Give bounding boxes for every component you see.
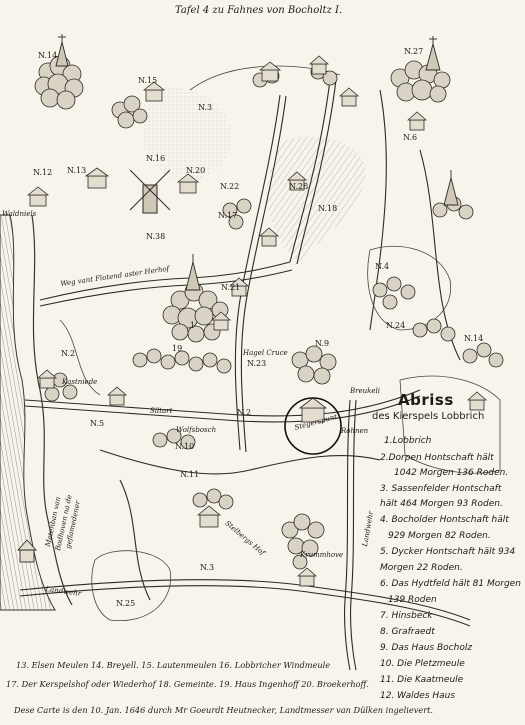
legend-item: 2.Dorpen Hontschaft hält [380,453,494,463]
place-label: Krummhove [300,551,344,559]
meadow-dotted [141,88,232,180]
parcel-number: N.15 [138,76,158,85]
parcel-number: N.2 [61,349,76,358]
legend-item: 8. Grafraedt [380,627,435,637]
parcel-number: N.25 [116,599,136,608]
highlight-circle [284,397,342,455]
place-label: Breukeli [350,387,381,395]
parcel-number: N.13 [67,166,87,175]
parcel-number: N.4 [375,262,390,271]
parcel-number: N.3 [200,563,215,572]
legend-heading: Abriss [398,391,454,409]
place-label: Waldniels [2,210,37,218]
footer-line-1: 13. Elsen Meulen 14. Breyell. 15. Lauten… [16,660,331,670]
parcel-number: N.14 [38,51,58,60]
legend-item: 6. Das Hydtfeld hält 81 Morgen [380,579,521,589]
legend-subheading: des Kierspels Lobbrich [372,411,485,422]
parcel-number: N.27 [404,47,424,56]
place-label: Wolfsbosch [176,426,217,434]
windmill-16 [129,169,171,214]
parcel-number: 19 [172,344,183,353]
river-west [0,214,56,611]
legend-item: 5. Dycker Hontschaft hält 934 [380,547,516,557]
parcel-number: N.5 [90,419,105,428]
legend-item: 4. Bocholder Hontschaft hält [380,515,509,525]
legend-item: 9. Das Haus Bocholz [380,643,473,653]
map-title: Tafel 4 zu Fahnes von Bocholtz I. [175,5,343,16]
place-label: Siltart [150,407,173,415]
parcel-number: N.22 [220,182,240,191]
parcel-number: N.16 [146,154,166,163]
place-label: Kastniede [62,378,98,386]
legend-item: Morgen 22 Roden. [380,563,463,573]
legend-item: 10. Die Pletzmeule [380,659,465,669]
legend-item: 929 Morgen 82 Roden. [388,531,491,541]
parcel-number: N.18 [318,204,338,213]
parcel-number: N.14 [464,334,484,343]
legend-item: 139 Roden [388,595,437,605]
footer-line-2: 17. Der Kerspelshof oder Wiederhof 18. G… [6,679,369,689]
heath-area [266,136,366,262]
parcel-number: N.9 [315,339,330,348]
legend-item: 11. Die Kaatmeule [380,675,464,685]
parcel-number: N.12 [33,168,53,177]
legend-item: 1042 Morgen 136 Roden. [394,468,509,478]
parcel-number: N.20 [186,166,206,175]
parcel-number: N.38 [146,232,166,241]
legend-item: hält 464 Morgen 93 Roden. [380,499,503,509]
parcel-number: N.6 [403,133,418,142]
parcel-number: N.11 [180,470,200,479]
parcel-number: N.28 [289,182,309,191]
parcel-number: N.10 [175,442,195,451]
place-label: Rohnen [341,427,369,435]
place-label: Hagel Cruce [243,349,288,357]
parcel-number: N.2 [237,408,252,417]
parcel-number: N.24 [386,321,406,330]
parcel-number: 1 [190,321,196,330]
legend-item: 12. Waldes Haus [380,691,456,701]
footer-credit: Dese Carte is den 10. Jan. 1646 durch Mr… [14,705,434,715]
parcel-number: N.17 [218,211,238,220]
legend-item: 7. Hinsbeck [380,611,433,621]
parcel-number: N.3 [198,103,213,112]
parcel-number: N.21 [221,283,241,292]
parcel-number: N.23 [247,359,267,368]
legend-item: 3. Sassenfelder Hontschaft [380,484,502,494]
legend-item: 1.Lobbrich [384,436,432,446]
